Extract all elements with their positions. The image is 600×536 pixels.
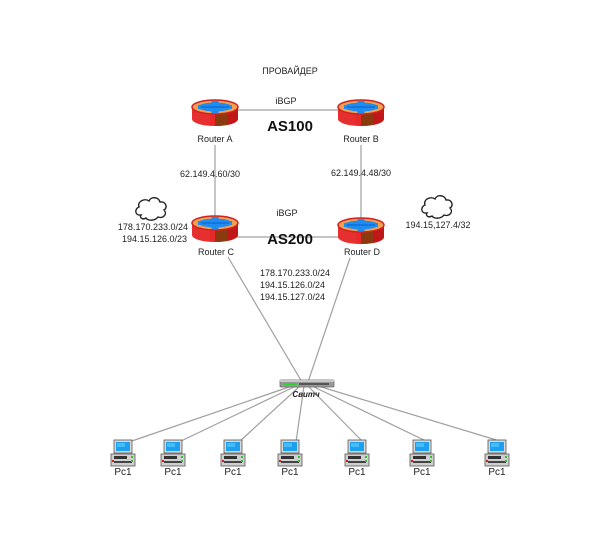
left-cloud-prefix-2: 194.15.126.0/23 (121, 234, 187, 244)
as100-label: AS100 (267, 118, 313, 135)
pc-3[interactable] (220, 439, 246, 467)
cloud-icon-right (421, 195, 453, 219)
link-b-d-prefix: 62.149.4.48/30 (330, 168, 392, 178)
router-a-label: Router A (197, 134, 233, 144)
pc-label: Pc1 (413, 467, 431, 478)
link-switch-pc-7 (317, 385, 504, 443)
link-c-switch (227, 256, 303, 383)
pc-5[interactable] (344, 439, 370, 467)
link-switch-pc-3 (238, 385, 301, 443)
switch-label: Свитч (292, 390, 320, 399)
pc-label: Pc1 (164, 467, 182, 478)
lan-prefix-1: 178.170.233.0/24 (260, 268, 331, 278)
link-switch-pc-1 (128, 385, 293, 443)
ibgp-label-as200: iBGP (276, 208, 298, 218)
pc-2[interactable] (160, 439, 186, 467)
link-switch-pc-2 (178, 385, 297, 443)
router-c-label: Router C (197, 247, 235, 257)
pc-label: Pc1 (114, 467, 132, 478)
lan-prefix-3: 194.15.127.0/24 (260, 292, 326, 302)
pc-label: Pc1 (281, 467, 299, 478)
switch-device[interactable] (279, 379, 335, 388)
left-cloud-prefix-1: 178.170.233.0/24 (117, 222, 188, 232)
router-d-label: Router D (343, 247, 381, 257)
pc-6[interactable] (409, 439, 435, 467)
pc-label: Pc1 (348, 467, 366, 478)
pc-7[interactable] (484, 439, 510, 467)
provider-title: ПРОВАЙДЕР (262, 66, 318, 76)
right-cloud-prefix: 194.15,127.4/32 (405, 220, 471, 230)
link-switch-pc-6 (311, 385, 429, 443)
link-d-switch (307, 257, 351, 383)
router-c[interactable] (191, 215, 239, 243)
pc-4[interactable] (277, 439, 303, 467)
link-a-c-prefix: 62.149.4.60/30 (179, 169, 241, 179)
router-b[interactable] (337, 99, 385, 127)
cloud-icon-left (135, 197, 167, 221)
router-a[interactable] (191, 99, 239, 127)
router-b-label: Router B (343, 134, 379, 144)
ibgp-label-as100: iBGP (275, 96, 297, 106)
link-switch-pc-5 (307, 385, 364, 443)
pc-label: Pc1 (488, 467, 506, 478)
lan-prefix-2: 194.15.126.0/24 (260, 280, 326, 290)
pc-1[interactable] (110, 439, 136, 467)
router-d[interactable] (337, 217, 385, 245)
as200-label: AS200 (267, 231, 313, 248)
link-switch-pc-4 (295, 385, 305, 443)
pc-label: Pc1 (224, 467, 242, 478)
